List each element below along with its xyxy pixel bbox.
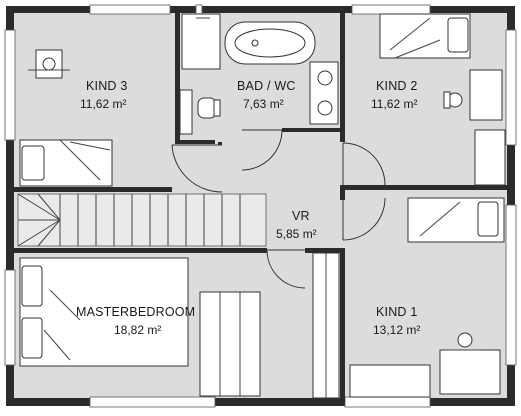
room-master-area: 18,82 m² (114, 323, 161, 337)
room-bad-name: BAD / WC (237, 79, 296, 93)
windows (4, 4, 517, 408)
shower-area (181, 13, 221, 70)
window-left-upper (4, 29, 16, 141)
washbasin-1 (317, 70, 333, 86)
room-kind2-label: KIND 2 11,62 m² (371, 79, 418, 111)
door-master (266, 249, 306, 289)
room-vr-name: VR (292, 209, 310, 223)
window-kind1-bottom (344, 396, 431, 408)
room-kind3-area: 11,62 m² (80, 97, 126, 111)
room-kind3-label: KIND 3 11,62 m² (80, 79, 128, 111)
room-bad-area: 7,63 m² (243, 97, 284, 111)
window-right-upper (505, 29, 517, 146)
kind3-furniture (19, 49, 113, 187)
door-bad (241, 129, 283, 171)
room-kind1-name: KIND 1 (376, 305, 418, 319)
master-bed (19, 257, 189, 367)
shaft (179, 89, 193, 135)
kind2-bed (379, 13, 471, 59)
room-vr-area: 5,85 m² (276, 227, 317, 241)
master-wardrobe (199, 291, 261, 397)
kind1-shelf (349, 364, 431, 398)
kind3-bed (19, 139, 113, 187)
kind2-desk-chair (443, 69, 503, 121)
kind2-furniture (379, 13, 506, 186)
room-master-label: MASTERBEDROOM 18,82 m² (76, 305, 195, 337)
toilet (197, 97, 217, 119)
window-left-lower (4, 269, 16, 366)
room-kind1-label: KIND 1 13,12 m² (373, 305, 420, 337)
room-master-name: MASTERBEDROOM (76, 305, 195, 319)
window-right-lower (505, 204, 517, 366)
interior-walls (12, 12, 510, 403)
room-vr-label: VR 5,85 m² (276, 209, 317, 241)
room-kind3-name: KIND 3 (86, 79, 128, 93)
window-bad-top (195, 4, 203, 15)
kind1-furniture (349, 197, 505, 398)
kind2-wardrobe (474, 129, 506, 186)
door-kind1 (342, 197, 386, 241)
doors (171, 129, 386, 289)
room-kind1-area: 13,12 m² (373, 323, 420, 337)
kind1-bed (407, 197, 505, 243)
room-kind2-area: 11,62 m² (371, 97, 417, 111)
masterbedroom-furniture (19, 257, 261, 397)
staircase (17, 193, 267, 247)
door-kind2 (342, 142, 386, 186)
bathroom-fixtures (179, 13, 339, 135)
window-master-bottom (89, 396, 216, 408)
room-kind2-name: KIND 2 (376, 79, 418, 93)
kind1-desk-chair (439, 332, 501, 395)
window-kind3-top (89, 4, 171, 15)
corridor-wardrobe (312, 252, 340, 399)
door-kind3 (171, 144, 223, 193)
washbasin-2 (317, 100, 333, 116)
room-bad-label: BAD / WC 7,63 m² (237, 79, 296, 111)
kind3-desk-chair (28, 49, 70, 79)
window-kind2-top (351, 4, 431, 15)
